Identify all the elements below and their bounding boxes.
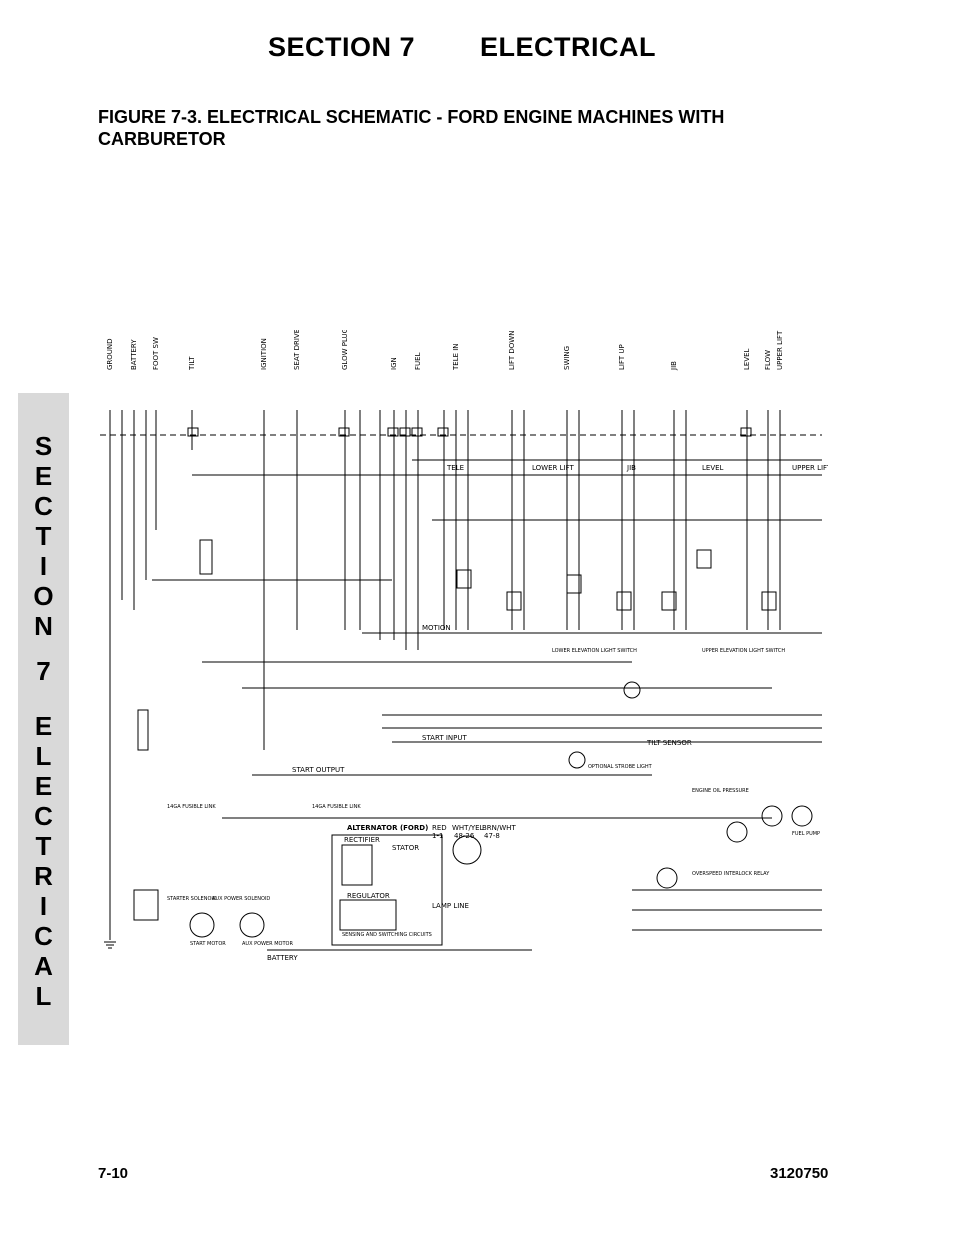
page-number: 7-10 — [98, 1165, 129, 1182]
top-label: IGN — [390, 357, 398, 370]
rectifier-label: RECTIFIER — [344, 836, 380, 844]
aux-power-solenoid-label: AUX POWER SOLENOID — [212, 896, 270, 902]
side-tab-letter: I — [39, 891, 48, 921]
lower-lift-label: LOWER LIFT — [532, 464, 574, 472]
side-tab-letter: 7 — [36, 656, 51, 686]
side-tab-letter: R — [34, 861, 53, 891]
overspeed-label: OVERSPEED INTERLOCK RELAY — [692, 871, 770, 877]
starter-solenoid-label: STARTER SOLENOID — [167, 896, 217, 902]
motion-label: MOTION — [422, 624, 451, 632]
fuel-pump-label: FUEL PUMP — [792, 831, 820, 837]
section-side-tab: S E C T I O N 7 E L E C T R I C A L — [18, 393, 69, 1045]
side-tab-letter: E — [34, 711, 53, 741]
red-label: RED — [432, 824, 447, 832]
brn-wht-number: 47-8 — [484, 832, 500, 840]
side-tab-letter: C — [34, 491, 53, 521]
optional-strobe-label: OPTIONAL STROBE LIGHT — [588, 764, 653, 770]
upper-elevation-label: UPPER ELEVATION LIGHT SWITCH — [702, 648, 785, 654]
section-header: SECTION 7 ELECTRICAL — [268, 32, 788, 72]
regulator-label: REGULATOR — [347, 892, 390, 900]
top-label: SWING — [563, 346, 571, 370]
side-tab-letter: E — [34, 461, 53, 491]
fusible-link-label: 14GA FUSIBLE LINK — [312, 804, 361, 810]
start-input-label: START INPUT — [422, 734, 467, 742]
start-motor-label: START MOTOR — [190, 941, 226, 947]
side-tab-letter: C — [34, 921, 53, 951]
side-tab-letter: T — [35, 831, 52, 861]
top-label: IGNITION — [260, 338, 268, 370]
section-name: ELECTRICAL — [480, 32, 656, 62]
alternator-label: ALTERNATOR (FORD) — [347, 824, 428, 832]
tele-label: TELE — [446, 464, 464, 472]
top-label: BATTERY — [130, 339, 138, 370]
top-label: TILT — [188, 356, 196, 371]
wht-yel-number: 48-26 — [454, 832, 475, 840]
side-tab-letter: L — [35, 741, 52, 771]
stator-label: STATOR — [392, 844, 419, 852]
red-number: 1-1 — [432, 832, 443, 840]
side-tab-letter: N — [34, 611, 53, 641]
top-label: LIFT DOWN — [508, 331, 516, 370]
level-label: LEVEL — [702, 464, 724, 472]
wht-yel-label: WHT/YEL — [452, 824, 484, 832]
section-number: SECTION 7 — [268, 32, 416, 62]
top-label: UPPER LIFT — [776, 330, 784, 370]
side-tab-letter: L — [35, 981, 52, 1011]
top-label: FUEL — [414, 352, 422, 370]
aux-power-motor-label: AUX POWER MOTOR — [242, 941, 293, 947]
side-tab-letter: S — [34, 431, 53, 461]
top-label: LIFT UP — [618, 344, 626, 370]
upper-lift-label: UPPER LIFT — [792, 464, 828, 472]
top-label: TELE IN — [452, 343, 460, 371]
side-tab-letter: I — [39, 551, 48, 581]
side-tab-letter: O — [33, 581, 54, 611]
engine-oil-pressure-label: ENGINE OIL PRESSURE — [692, 788, 749, 794]
lower-elevation-label: LOWER ELEVATION LIGHT SWITCH — [552, 648, 637, 654]
jib-label: JIB — [626, 464, 636, 472]
top-label: LEVEL — [743, 348, 751, 370]
side-tab-letter: C — [34, 801, 53, 831]
top-label: SEAT DRIVE — [293, 330, 301, 370]
sensing-circuits-label: SENSING AND SWITCHING CIRCUITS — [342, 932, 432, 938]
top-label: GROUND — [106, 338, 114, 370]
top-label: FOOT SW — [152, 337, 160, 370]
brn-wht-label: BRN/WHT — [482, 824, 516, 832]
battery-label: BATTERY — [267, 954, 298, 962]
document-number: 3120750 — [770, 1165, 829, 1182]
top-label: GLOW PLUG — [341, 330, 349, 370]
start-output-label: START OUTPUT — [292, 766, 345, 774]
electrical-schematic: GROUND BATTERY FOOT SW TILT IGNITION SEA… — [100, 330, 828, 962]
tilt-sensor-label: TILT SENSOR — [646, 739, 692, 747]
side-tab-letter: A — [34, 951, 53, 981]
figure-title: FIGURE 7-3. ELECTRICAL SCHEMATIC - FORD … — [98, 107, 725, 149]
top-label: FLOW — [764, 350, 772, 370]
side-tab-letter: T — [35, 521, 52, 551]
fusible-link-label: 14GA FUSIBLE LINK — [167, 804, 216, 810]
lamp-line-label: LAMP LINE — [432, 902, 469, 910]
top-label: JIB — [670, 361, 678, 371]
side-tab-letter: E — [34, 771, 53, 801]
